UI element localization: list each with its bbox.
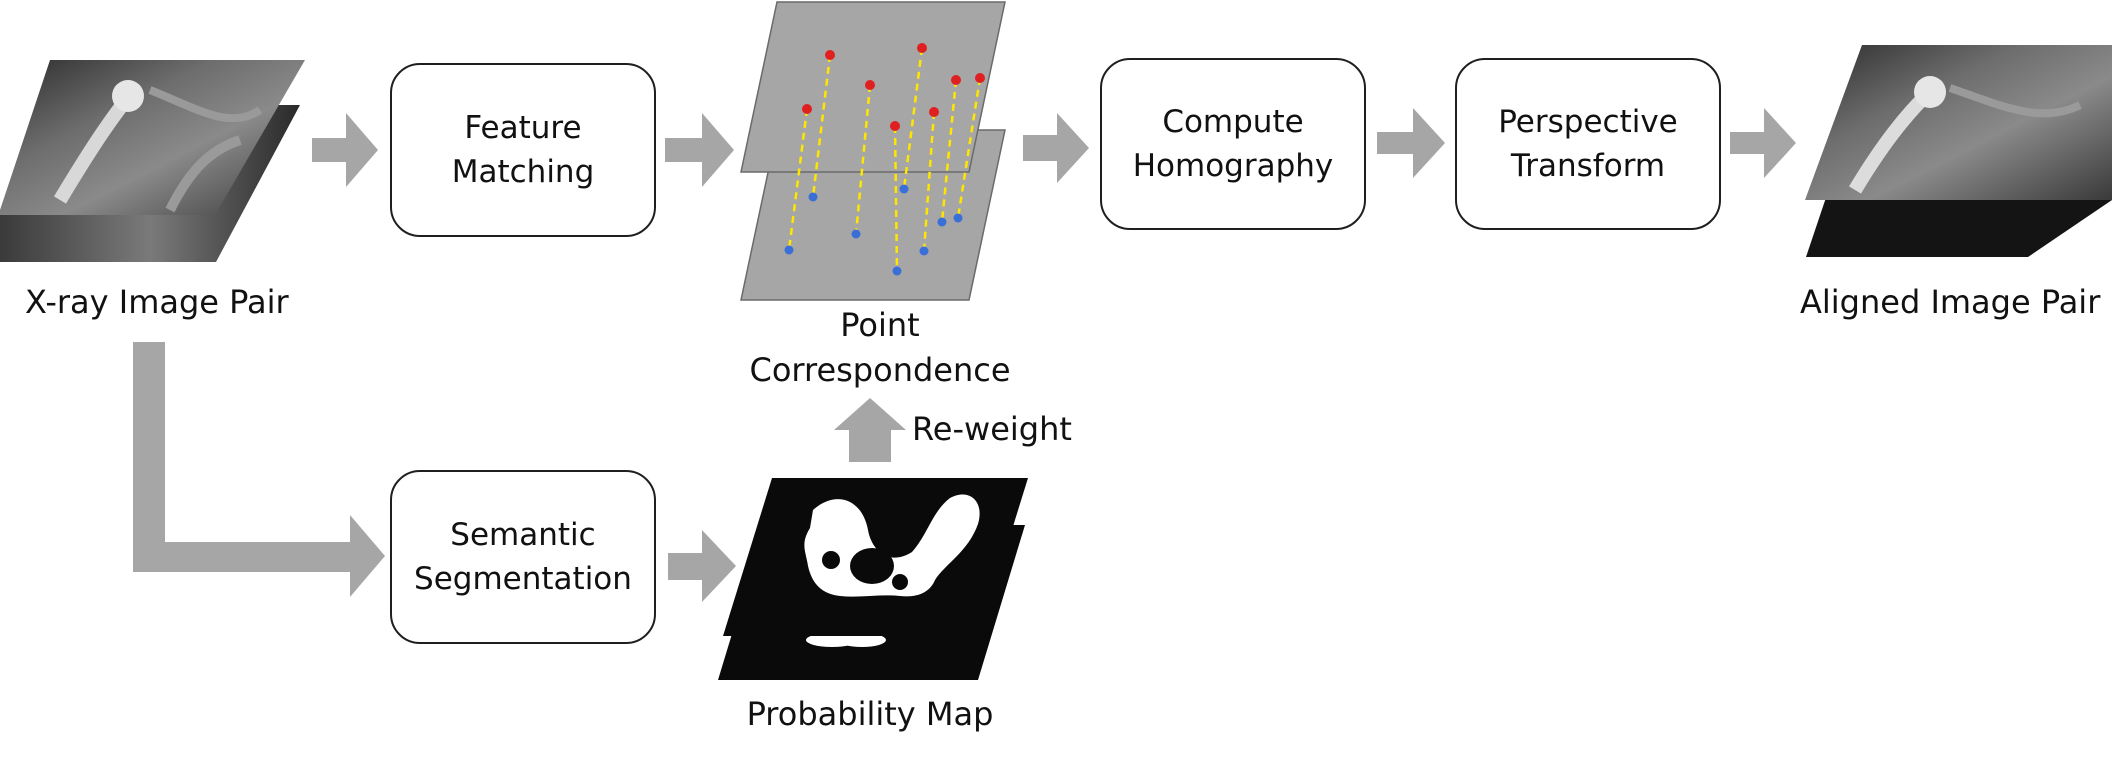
arrow-feature-matching-to-correspondence xyxy=(665,113,734,187)
correspondence-caption-line1: Point xyxy=(840,306,920,344)
arrow-input-to-segmentation xyxy=(133,342,385,597)
perspective-transform-label-line2: Transform xyxy=(1510,148,1666,184)
correspondence-caption-line2: Correspondence xyxy=(749,351,1011,389)
keypoint-top xyxy=(802,104,812,114)
keypoint-top xyxy=(865,80,875,90)
keypoint-bottom xyxy=(953,213,963,223)
feature-matching-box: Feature Matching xyxy=(390,63,656,237)
keypoint-bottom xyxy=(808,192,818,202)
keypoint-top xyxy=(917,43,927,53)
compute-homography-label-line2: Homography xyxy=(1132,148,1334,184)
keypoint-bottom xyxy=(899,184,909,194)
semantic-segmentation-label-line2: Segmentation xyxy=(414,561,632,597)
match-lines xyxy=(784,43,985,276)
compute-homography-label-line1: Compute xyxy=(1162,104,1304,140)
arrow-homography-to-transform xyxy=(1377,108,1445,178)
keypoint-top xyxy=(975,73,985,83)
feature-matching-label-line2: Matching xyxy=(451,154,595,190)
semantic-segmentation-label-line1: Semantic xyxy=(450,517,596,553)
keypoint-bottom xyxy=(919,246,929,256)
reweight-label: Re-weight xyxy=(912,410,1072,448)
perspective-transform-box: Perspective Transform xyxy=(1455,58,1721,230)
compute-homography-box: Compute Homography xyxy=(1100,58,1366,230)
flow-arrows xyxy=(133,108,1796,602)
arrow-transform-to-output xyxy=(1730,108,1796,178)
arrow-input-to-feature-matching xyxy=(312,113,378,187)
perspective-transform-label-line1: Perspective xyxy=(1498,104,1678,140)
output-caption: Aligned Image Pair xyxy=(1800,283,2101,321)
match-line xyxy=(893,125,899,272)
keypoint-bottom xyxy=(937,217,947,227)
arrow-reweight-up xyxy=(834,398,906,462)
xray-image-pair-graphic xyxy=(0,60,305,262)
keypoint-top xyxy=(825,50,835,60)
correspondence-caption: Point Correspondence xyxy=(730,303,1030,393)
probability-map-graphic xyxy=(718,478,1028,680)
keypoint-bottom xyxy=(784,245,794,255)
arrow-correspondence-to-homography xyxy=(1023,113,1089,183)
point-correspondence-graphic xyxy=(740,1,1006,301)
keypoint-top xyxy=(890,121,900,131)
input-caption: X-ray Image Pair xyxy=(25,283,289,321)
probability-map-caption: Probability Map xyxy=(746,695,994,733)
semantic-segmentation-box: Semantic Segmentation xyxy=(390,470,656,644)
match-line xyxy=(854,84,872,235)
arrow-segmentation-to-probability-map xyxy=(668,530,736,602)
keypoint-top xyxy=(951,75,961,85)
keypoint-top xyxy=(929,107,939,117)
feature-matching-label-line1: Feature xyxy=(464,110,582,146)
aligned-image-pair-graphic xyxy=(1805,45,2112,257)
keypoint-bottom xyxy=(892,266,902,276)
keypoint-bottom xyxy=(851,229,861,239)
